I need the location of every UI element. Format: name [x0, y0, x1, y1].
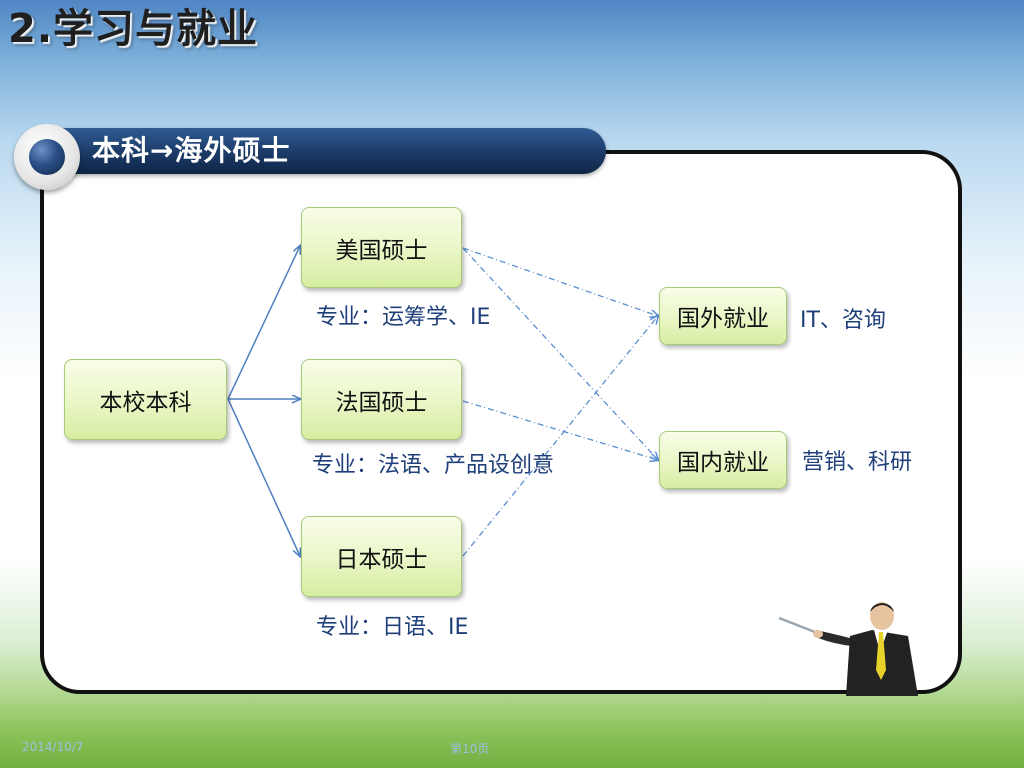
arrow-origin-japan [227, 398, 300, 556]
note-abroad-fields: IT、咨询 [800, 308, 886, 333]
footer-page: 第10页 [450, 742, 490, 756]
section-badge-inner [29, 139, 65, 175]
node-origin: 本校本科 [64, 359, 227, 440]
node-domestic-job: 国内就业 [659, 431, 787, 489]
arrow-france-domestic [462, 400, 658, 460]
node-france-master: 法国硕士 [301, 359, 462, 440]
section-title: 本科→海外硕士 [92, 134, 291, 167]
node-abroad-job: 国外就业 [659, 287, 787, 345]
note-japan-major: 专业：日语、IE [316, 615, 469, 640]
note-france-major: 专业：法语、产品设创意 [312, 453, 555, 478]
page-title: 2.学习与就业 [8, 6, 259, 52]
arrow-usa-domestic [462, 247, 658, 460]
footer-date: 2014/10/7 [22, 740, 84, 754]
section-banner [46, 128, 606, 174]
arrow-origin-usa [227, 246, 300, 400]
node-usa-master: 美国硕士 [301, 207, 462, 288]
node-japan-master: 日本硕士 [301, 516, 462, 597]
note-domestic-fields: 营销、科研 [802, 450, 913, 475]
note-usa-major: 专业：运筹学、IE [316, 305, 491, 330]
arrow-usa-abroad [462, 247, 658, 316]
presenter-figure-icon [778, 602, 918, 696]
arrow-japan-abroad [462, 316, 658, 557]
